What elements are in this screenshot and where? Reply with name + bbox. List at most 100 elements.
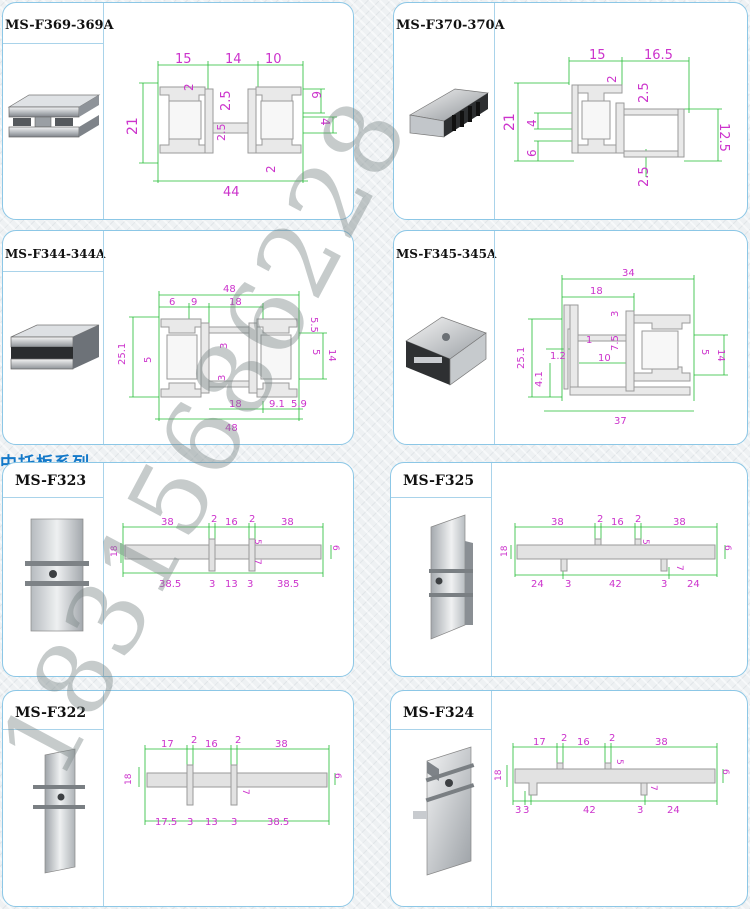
profile-drawing: 17 2 16 2 38 18 5 6 7 3 3 42 3 24 [494, 733, 730, 816]
product-card-ms-f370: MS-F370-370A 15 16.5 2 2.5 [393, 2, 748, 220]
product-photo [10, 324, 100, 370]
svg-text:38: 38 [275, 739, 288, 750]
product-card-ms-f322: MS-F322 17 2 16 2 38 18 6 7 17.5 3 [2, 690, 354, 907]
product-title: MS-F324 [403, 705, 475, 721]
product-title: MS-F323 [15, 473, 87, 489]
product-card-ms-f323: MS-F323 38 2 16 2 38 18 5 6 7 38.5 [2, 462, 354, 677]
svg-text:3: 3 [187, 817, 193, 828]
svg-text:2: 2 [249, 514, 255, 525]
product-photo [429, 514, 473, 640]
svg-text:25.1: 25.1 [117, 343, 128, 365]
svg-text:7: 7 [674, 565, 684, 571]
product-title: MS-F344-344A [5, 247, 106, 261]
svg-text:2: 2 [182, 83, 196, 91]
svg-text:15: 15 [175, 52, 192, 67]
svg-text:9: 9 [191, 297, 197, 308]
profile-drawing: 38 2 16 2 38 18 5 6 24 3 42 3 7 24 [500, 514, 732, 590]
svg-text:48: 48 [225, 423, 238, 434]
svg-text:6: 6 [330, 545, 340, 551]
product-photo [408, 88, 490, 138]
svg-text:37: 37 [614, 416, 627, 427]
svg-text:3: 3 [523, 805, 529, 816]
svg-text:15: 15 [589, 48, 606, 63]
svg-text:9.1: 9.1 [269, 399, 285, 410]
svg-text:18: 18 [124, 773, 134, 785]
product-title: MS-F369-369A [5, 18, 114, 33]
svg-text:38.5: 38.5 [267, 817, 289, 828]
svg-text:18: 18 [494, 769, 504, 781]
svg-text:2: 2 [609, 733, 615, 744]
svg-text:6: 6 [309, 91, 323, 99]
product-photo [7, 94, 101, 138]
profile-drawing: 34 18 3 25.1 1 7.5 1.2 10 5 14 4.1 37 [516, 268, 728, 427]
svg-text:10: 10 [598, 353, 611, 364]
svg-text:7: 7 [648, 785, 658, 791]
svg-text:16: 16 [577, 737, 590, 748]
svg-text:3: 3 [661, 579, 667, 590]
svg-text:4: 4 [318, 118, 332, 126]
product-photo [25, 518, 89, 632]
svg-text:3: 3 [637, 805, 643, 816]
svg-text:16: 16 [611, 517, 624, 528]
svg-text:24: 24 [687, 579, 700, 590]
svg-text:3: 3 [217, 375, 228, 381]
svg-text:2: 2 [561, 733, 567, 744]
svg-text:16.5: 16.5 [644, 48, 673, 63]
svg-text:3: 3 [247, 579, 253, 590]
svg-text:21: 21 [502, 113, 518, 131]
svg-text:5: 5 [310, 349, 321, 355]
svg-text:3: 3 [515, 805, 521, 816]
svg-text:5.9: 5.9 [291, 399, 307, 410]
svg-text:21: 21 [125, 117, 141, 135]
svg-text:3: 3 [219, 343, 230, 349]
svg-text:3: 3 [565, 579, 571, 590]
svg-text:2.5: 2.5 [637, 82, 652, 103]
svg-text:2.5: 2.5 [215, 124, 228, 142]
svg-text:5: 5 [143, 357, 154, 363]
svg-text:18: 18 [590, 286, 603, 297]
svg-text:10: 10 [265, 52, 282, 67]
svg-text:25.1: 25.1 [516, 347, 527, 369]
profile-drawing: 17 2 16 2 38 18 6 7 17.5 3 13 3 38.5 [124, 735, 342, 828]
svg-text:2: 2 [605, 75, 619, 83]
svg-text:38: 38 [673, 517, 686, 528]
product-card-ms-f345: MS-F345-345A 34 [393, 230, 748, 445]
svg-text:13: 13 [225, 579, 238, 590]
svg-text:5: 5 [699, 349, 710, 355]
product-photo [405, 316, 487, 386]
product-title: MS-F322 [15, 705, 87, 721]
svg-text:2: 2 [211, 514, 217, 525]
svg-text:18: 18 [229, 297, 242, 308]
svg-text:2: 2 [191, 735, 197, 746]
svg-text:2: 2 [635, 514, 641, 525]
svg-text:14: 14 [225, 52, 242, 67]
svg-text:13: 13 [205, 817, 218, 828]
svg-text:1: 1 [586, 335, 592, 346]
svg-text:2: 2 [235, 735, 241, 746]
profile-drawing: 48 6 9 18 5.5 25.1 5 3 5 14 3 18 9.1 5.9… [117, 284, 337, 434]
svg-text:2: 2 [264, 165, 278, 173]
svg-text:44: 44 [223, 185, 240, 200]
svg-text:6: 6 [720, 769, 730, 775]
svg-text:42: 42 [609, 579, 622, 590]
svg-text:17: 17 [533, 737, 546, 748]
svg-text:1.2: 1.2 [550, 351, 566, 362]
product-card-ms-f325: MS-F325 38 2 16 2 38 18 5 6 24 [390, 462, 748, 677]
svg-text:18: 18 [110, 545, 120, 557]
product-card-ms-f324: MS-F324 17 2 16 2 38 18 5 6 [390, 690, 748, 907]
svg-text:6: 6 [722, 545, 732, 551]
svg-text:3: 3 [610, 311, 621, 317]
svg-text:38: 38 [161, 517, 174, 528]
svg-text:34: 34 [622, 268, 635, 279]
svg-text:18: 18 [500, 545, 510, 557]
product-card-ms-f344: MS-F344-344A 48 6 9 18 5.5 [2, 230, 354, 445]
svg-text:12.5: 12.5 [716, 123, 731, 152]
profile-drawing: 15 16.5 2 2.5 21 4 6 12.5 2.5 [502, 48, 731, 187]
svg-text:38.5: 38.5 [277, 579, 299, 590]
product-title: MS-F325 [403, 473, 475, 489]
svg-text:38: 38 [551, 517, 564, 528]
svg-text:3: 3 [209, 579, 215, 590]
svg-text:6: 6 [332, 773, 342, 779]
svg-text:38: 38 [281, 517, 294, 528]
svg-text:16: 16 [205, 739, 218, 750]
